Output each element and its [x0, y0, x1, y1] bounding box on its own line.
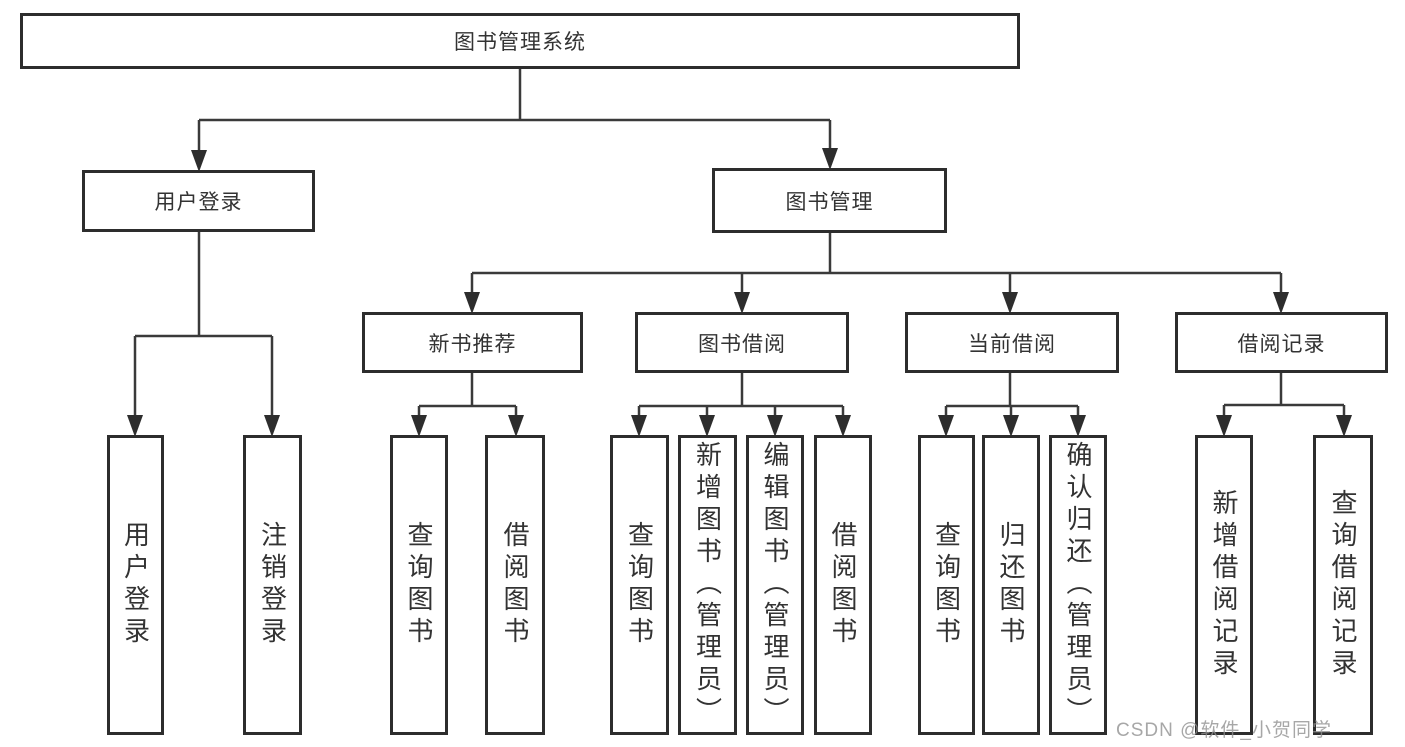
- node-new-book-recommend-label: 新书推荐: [428, 332, 517, 356]
- leaf-add-borrow-record-label: 新增借阅记录: [1209, 489, 1239, 681]
- diagram-leaf-add-books-admin: 新增图书（管理员）: [678, 435, 737, 735]
- diagram-node-book-management: 图书管理: [712, 168, 947, 233]
- node-borrow-records-label: 借阅记录: [1237, 332, 1326, 356]
- leaf-query-books-label: 查询图书: [624, 521, 655, 649]
- node-user-login-label: 用户登录: [154, 191, 243, 214]
- diagram-leaf-user-login: 用户登录: [107, 435, 164, 735]
- diagram-node-new-book-recommend: 新书推荐: [362, 312, 583, 373]
- node-current-borrow-label: 当前借阅: [968, 332, 1056, 356]
- leaf-user-login-label: 用户登录: [120, 521, 151, 649]
- leaf-borrow-books-label: 借阅图书: [500, 521, 530, 649]
- diagram-node-user-login: 用户登录: [82, 170, 315, 232]
- diagram-leaf-borrow-books-2: 借阅图书: [814, 435, 872, 735]
- diagram-leaf-logout: 注销登录: [243, 435, 302, 735]
- leaf-borrow-books-label: 借阅图书: [828, 521, 858, 649]
- leaf-return-books-label: 归还图书: [996, 521, 1026, 649]
- diagram-leaf-return-books: 归还图书: [982, 435, 1040, 735]
- leaf-confirm-return-admin-label: 确认归还（管理员）: [1063, 441, 1093, 729]
- diagram-leaf-borrow-books-1: 借阅图书: [485, 435, 545, 735]
- leaf-query-books-label: 查询图书: [931, 521, 962, 649]
- diagram-leaf-query-books-1: 查询图书: [390, 435, 448, 735]
- diagram-leaf-query-books-3: 查询图书: [918, 435, 975, 735]
- leaf-query-books-label: 查询图书: [404, 521, 434, 649]
- diagram-leaf-query-books-2: 查询图书: [610, 435, 669, 735]
- diagram-leaf-query-borrow-record: 查询借阅记录: [1313, 435, 1373, 735]
- leaf-logout-label: 注销登录: [257, 521, 288, 649]
- csdn-watermark: CSDN @软件_小贺同学: [1116, 720, 1332, 741]
- diagram-leaf-confirm-return-admin: 确认归还（管理员）: [1049, 435, 1107, 735]
- diagram-leaf-add-borrow-record: 新增借阅记录: [1195, 435, 1253, 735]
- node-root-label: 图书管理系统: [454, 31, 586, 54]
- leaf-query-borrow-record-label: 查询借阅记录: [1328, 489, 1358, 681]
- leaf-edit-books-admin-label: 编辑图书（管理员）: [760, 441, 790, 729]
- diagram-node-current-borrow: 当前借阅: [905, 312, 1119, 373]
- node-book-management-label: 图书管理: [785, 190, 874, 214]
- diagram-node-borrow-records: 借阅记录: [1175, 312, 1388, 373]
- leaf-add-books-admin-label: 新增图书（管理员）: [692, 441, 723, 729]
- node-book-borrow-label: 图书借阅: [698, 332, 786, 356]
- diagram-node-book-borrow: 图书借阅: [635, 312, 849, 373]
- diagram-node-root: 图书管理系统: [20, 13, 1020, 69]
- diagram-leaf-edit-books-admin: 编辑图书（管理员）: [746, 435, 804, 735]
